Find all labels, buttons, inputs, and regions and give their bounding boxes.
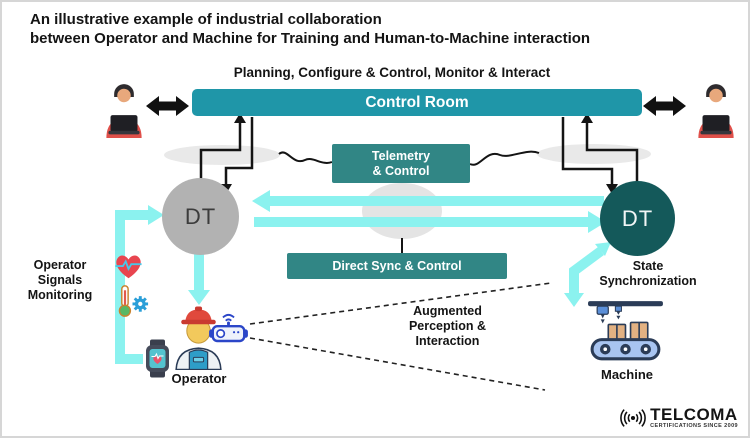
wavy-link-right xyxy=(469,150,540,166)
state-sync-note: State Synchronization xyxy=(599,259,697,288)
thermometer-gear-icon xyxy=(118,285,149,317)
operator-signals-note: Operator Signals Monitoring xyxy=(27,258,93,302)
heart-pulse-icon xyxy=(115,255,142,279)
brand-logo: TELCOMA CERTIFICATIONS SINCE 2009 xyxy=(619,405,738,431)
augmented-perception-note: Augmented Perception & Interaction xyxy=(408,304,487,348)
operator-label: Operator xyxy=(171,371,227,386)
user-laptop-icon-left xyxy=(106,84,142,138)
machine-label: Machine xyxy=(600,367,653,382)
double-arrow-icon-right xyxy=(643,96,686,116)
network-ellipse-middle xyxy=(362,183,442,239)
logo-name: TELCOMA xyxy=(650,405,738,424)
digital-twin-right: DT xyxy=(600,181,675,256)
control-room-dt-arrows xyxy=(199,117,639,185)
signal-icon xyxy=(620,409,646,427)
network-ellipse-right xyxy=(537,144,651,164)
machine-conveyor-icon xyxy=(588,301,663,361)
operator-worker-icon xyxy=(175,306,222,370)
title-line-2: between Operator and Machine for Trainin… xyxy=(30,30,591,47)
digital-twin-left: DT xyxy=(162,178,239,255)
augmented-dashed-lines xyxy=(249,282,552,391)
cyan-arrows xyxy=(115,190,611,364)
wavy-link-left xyxy=(278,151,333,164)
smartwatch-icon xyxy=(146,339,169,378)
telemetry-control-box: Telemetry & Control xyxy=(332,144,470,183)
control-room-caption: Planning, Configure & Control, Monitor &… xyxy=(233,65,551,80)
page-title: An illustrative example of industrial co… xyxy=(30,10,690,48)
user-laptop-icon-right xyxy=(698,84,734,138)
control-room-bar: Control Room xyxy=(192,89,642,116)
direct-sync-control-box: Direct Sync & Control xyxy=(287,253,507,279)
double-arrow-icon-left xyxy=(146,96,189,116)
network-ellipse-left xyxy=(164,145,280,165)
title-line-1: An illustrative example of industrial co… xyxy=(30,11,382,28)
vr-goggles-icon xyxy=(209,313,248,343)
logo-tagline: CERTIFICATIONS SINCE 2009 xyxy=(650,423,738,429)
